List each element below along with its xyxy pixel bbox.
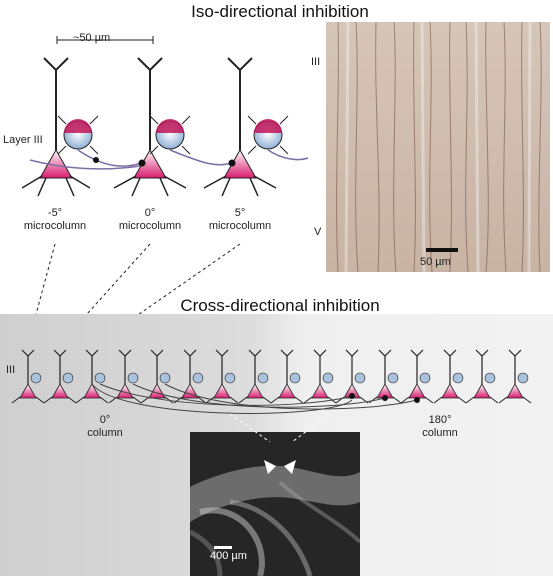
inset-guides — [229, 414, 331, 443]
iso-schematic — [21, 36, 309, 197]
synapse-dots — [93, 157, 236, 167]
row-neurons — [11, 349, 532, 404]
microcolumn-2-angle: 0° — [144, 207, 156, 219]
microcolumn-1-label: microcolumn — [23, 220, 87, 232]
column-left-angle: 0° — [99, 414, 111, 426]
bottom-layer-label: III — [6, 364, 16, 376]
column-right-label: column — [422, 427, 458, 439]
interneuron-3 — [247, 115, 289, 155]
layer-label: Layer III — [3, 134, 43, 146]
cross-synapses — [349, 393, 420, 403]
pyramidal-neuron-3 — [203, 57, 277, 197]
microcolumn-2-label: microcolumn — [118, 220, 182, 232]
iso-title: Iso-directional inhibition — [191, 2, 369, 21]
cross-title: Cross-directional inhibition — [180, 296, 380, 315]
microcolumn-1-angle: -5° — [47, 207, 63, 219]
neuron-row — [11, 349, 532, 414]
layer-iii-label: III — [311, 56, 321, 68]
micrograph-scale-bar — [426, 248, 458, 252]
micrograph-image — [326, 22, 550, 272]
pyramidal-neuron-2 — [113, 57, 187, 197]
microcolumn-3-angle: 5° — [234, 207, 246, 219]
inset-image — [190, 432, 360, 576]
interneuron-2 — [149, 115, 191, 155]
inhibitory-axons — [29, 149, 309, 170]
inset-arrows — [264, 460, 296, 474]
column-right-angle: 180° — [428, 414, 452, 426]
scale-bracket — [56, 36, 154, 44]
microcolumn-3-label: microcolumn — [208, 220, 272, 232]
column-left-label: column — [87, 427, 123, 439]
layer-v-label: V — [314, 226, 322, 238]
micrograph-scale-label: 50 µm — [420, 256, 451, 268]
scale-label-top: ~50 µm — [73, 32, 111, 44]
inset-scale-bar — [214, 546, 232, 549]
interneuron-1 — [57, 115, 99, 155]
inset-scale-label: 400 µm — [210, 550, 247, 562]
cross-axons — [91, 383, 418, 414]
